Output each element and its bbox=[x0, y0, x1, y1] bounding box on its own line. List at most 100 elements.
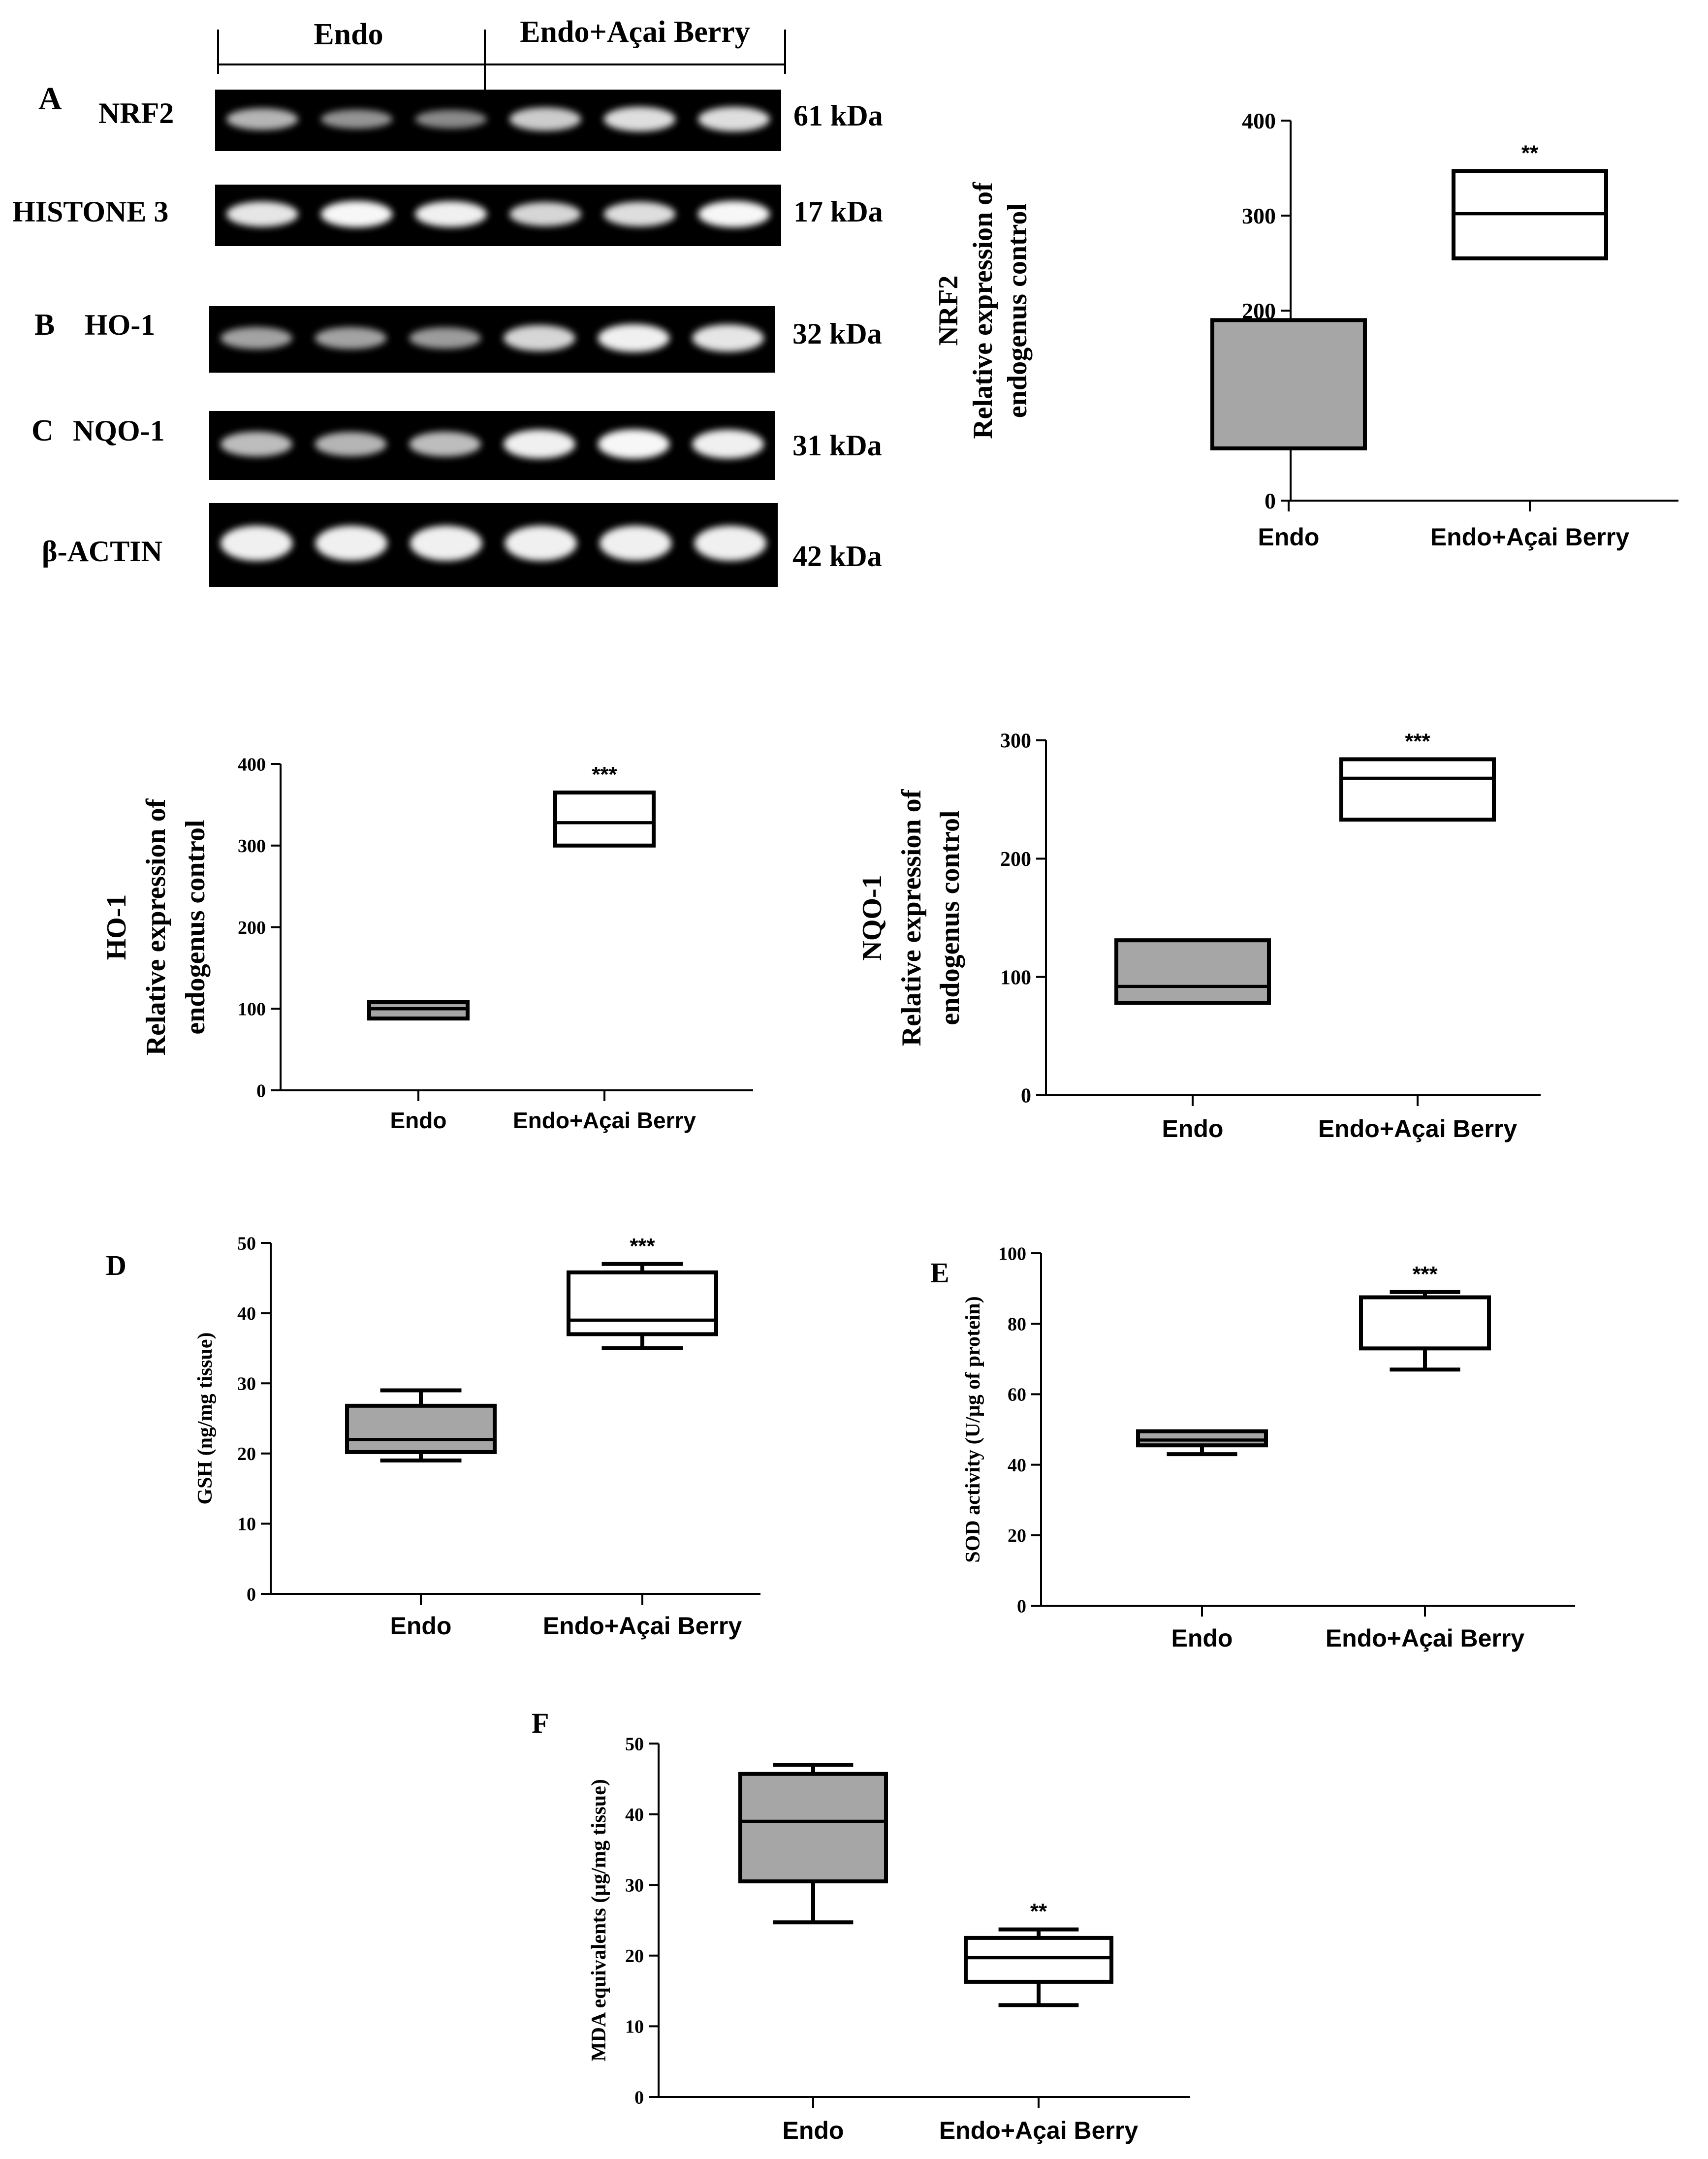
blot-band bbox=[692, 429, 764, 459]
y-tick-label: 30 bbox=[237, 1374, 256, 1395]
y-tick-label: 10 bbox=[625, 2017, 644, 2037]
y-tick-label: 20 bbox=[625, 1946, 644, 1967]
y-tick-label: 0 bbox=[1021, 1085, 1031, 1108]
blot-band bbox=[505, 525, 577, 561]
blot-band bbox=[315, 525, 387, 561]
blot-band bbox=[509, 202, 581, 226]
blot-band bbox=[603, 202, 676, 226]
group-label-acai: Endo+Açai Berry bbox=[520, 15, 750, 49]
y-axis-label: NQO-1 bbox=[857, 875, 887, 960]
category-label: Endo bbox=[1162, 1115, 1224, 1143]
y-axis-label: Relative expression of bbox=[968, 182, 998, 439]
western-blot-panel: Endo Endo+Açai Berry A B C NRF2 HISTONE … bbox=[12, 15, 883, 587]
y-axis-label: Relative expression of bbox=[896, 789, 927, 1046]
significance-annotation: *** bbox=[1412, 1262, 1438, 1286]
y-tick-label: 300 bbox=[238, 836, 266, 857]
y-tick-label: 20 bbox=[1008, 1525, 1026, 1546]
blot-band bbox=[698, 201, 770, 227]
category-label: Endo+Açai Berry bbox=[939, 2117, 1139, 2144]
y-tick-label: 300 bbox=[1242, 203, 1276, 228]
box bbox=[1210, 318, 1367, 450]
blot-strip bbox=[209, 306, 775, 373]
panel-letter-c: C bbox=[32, 414, 54, 447]
y-tick-label: 50 bbox=[625, 1734, 644, 1754]
category-label: Endo bbox=[1171, 1624, 1233, 1652]
panel-letter-b: B bbox=[34, 308, 55, 342]
blot-band bbox=[504, 429, 575, 459]
blot-band bbox=[509, 107, 581, 131]
blot-strip bbox=[209, 503, 778, 587]
blot-strips bbox=[209, 90, 781, 587]
y-axis-label: Relative expression of bbox=[141, 798, 171, 1055]
y-tick-label: 100 bbox=[1000, 966, 1031, 989]
blot-kda-label: 17 kDa bbox=[793, 195, 883, 228]
panel-letter-a: A bbox=[38, 81, 62, 117]
blot-row-label-ho1: HO-1 bbox=[85, 309, 155, 341]
blot-band bbox=[221, 525, 293, 561]
panel-letter: F bbox=[532, 1707, 549, 1739]
category-label: Endo+Açai Berry bbox=[543, 1612, 742, 1640]
blot-band bbox=[220, 327, 292, 349]
blot-band bbox=[320, 201, 393, 227]
blot-group-header bbox=[217, 30, 786, 91]
blot-kda-label: 61 kDa bbox=[793, 99, 883, 132]
category-label: Endo+Açai Berry bbox=[1430, 523, 1630, 551]
box bbox=[1339, 757, 1496, 822]
y-tick-label: 400 bbox=[1242, 108, 1276, 133]
box bbox=[738, 1772, 888, 1884]
group-label-endo: Endo bbox=[314, 18, 383, 51]
blot-kda-label: 42 kDa bbox=[792, 540, 882, 572]
blot-band bbox=[415, 201, 487, 227]
blot-band bbox=[320, 109, 393, 129]
significance-annotation: *** bbox=[592, 762, 617, 787]
y-tick-label: 200 bbox=[238, 918, 266, 938]
y-tick-label: 10 bbox=[237, 1514, 256, 1535]
blot-band bbox=[415, 110, 487, 128]
y-tick-label: 100 bbox=[238, 999, 266, 1020]
y-tick-label: 40 bbox=[237, 1303, 256, 1324]
blot-band bbox=[226, 201, 298, 227]
box bbox=[553, 791, 656, 848]
category-label: Endo bbox=[390, 1612, 452, 1640]
box bbox=[964, 1936, 1113, 1984]
y-axis-label: HO-1 bbox=[101, 894, 132, 960]
blot-band bbox=[598, 324, 670, 352]
blot-band bbox=[698, 107, 770, 131]
box bbox=[367, 1000, 470, 1021]
y-tick-label: 40 bbox=[625, 1805, 644, 1825]
blot-band bbox=[409, 327, 481, 349]
category-label: Endo bbox=[783, 2117, 844, 2144]
y-axis-label: GSH (ng/mg tissue) bbox=[194, 1332, 217, 1504]
category-label: Endo+Açai Berry bbox=[1318, 1115, 1518, 1143]
blot-band bbox=[504, 325, 575, 351]
panel-letter: D bbox=[106, 1249, 127, 1281]
y-tick-label: 40 bbox=[1008, 1455, 1026, 1476]
category-label: Endo bbox=[390, 1108, 447, 1133]
significance-annotation: ** bbox=[1030, 1900, 1047, 1924]
y-tick-label: 300 bbox=[1000, 730, 1031, 753]
blot-row-label-beta-actin: β-ACTIN bbox=[42, 535, 162, 568]
blot-band bbox=[226, 108, 298, 130]
blot-band bbox=[409, 432, 481, 457]
y-axis-label: endogenus control bbox=[935, 810, 965, 1025]
blot-row-label-histone3: HISTONE 3 bbox=[12, 195, 168, 228]
significance-annotation: *** bbox=[630, 1234, 655, 1258]
blot-row-label-nqo1: NQO-1 bbox=[73, 414, 165, 447]
box bbox=[1114, 938, 1271, 1005]
y-tick-label: 0 bbox=[247, 1584, 256, 1605]
blot-band bbox=[692, 324, 764, 352]
y-tick-label: 0 bbox=[256, 1080, 266, 1101]
box bbox=[567, 1270, 718, 1336]
blot-band bbox=[315, 327, 387, 349]
blot-band bbox=[600, 525, 672, 561]
significance-annotation: *** bbox=[1405, 729, 1430, 753]
y-axis-label: endogenus control bbox=[180, 820, 211, 1034]
y-tick-label: 0 bbox=[1265, 488, 1276, 513]
y-tick-label: 60 bbox=[1008, 1385, 1026, 1405]
y-tick-label: 30 bbox=[625, 1875, 644, 1896]
